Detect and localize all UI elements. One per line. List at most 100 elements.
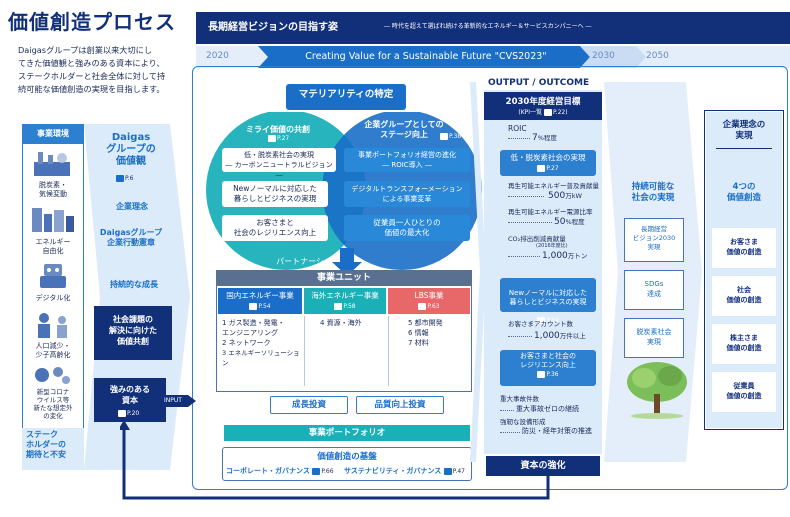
resilience-text: お客さまと社会の レジリエンス向上 bbox=[520, 352, 576, 369]
stage-up-page-ref: P.38 bbox=[440, 133, 461, 140]
unit-item: 5 都市開発 bbox=[408, 319, 443, 327]
renew-ratio-value: 50%程度 bbox=[554, 217, 585, 227]
four-values-title: 4つの 価値創造 bbox=[726, 182, 761, 203]
people-icon bbox=[38, 313, 67, 338]
new-normal-item: Newノーマルに対応した 暮らしとビジネスの実現 bbox=[222, 181, 328, 207]
env-decarbon-label: 脱炭素・ 気候変動 bbox=[39, 181, 67, 198]
domestic-energy-name: 国内エネルギー事業 bbox=[226, 291, 294, 300]
stage-up-title: 企業グループとしての ステージ向上 bbox=[364, 120, 444, 139]
mirai-value-title: ミライ価値の共創 bbox=[246, 125, 310, 134]
group-values-title: Daigas グループの 価値観 bbox=[106, 132, 156, 167]
unit-item: 2 ネットワーク bbox=[222, 339, 271, 347]
unit-item: 1 ガス製造・発電・ エンジニアリング bbox=[222, 319, 285, 337]
materiality-header: マテリアリティの特定 P.26 bbox=[286, 84, 406, 117]
roic-label: ROIC bbox=[508, 124, 527, 133]
year-2030: 2030 bbox=[592, 51, 615, 61]
intro-line: ステークホルダーと社会全体に対して持 bbox=[18, 71, 166, 81]
foundation-title: 価値創造の基盤 bbox=[317, 452, 377, 462]
social-value-box: 社会 価値の創造 bbox=[712, 276, 776, 316]
year-timeline bbox=[196, 46, 790, 68]
low-carbon-item: 低・脱炭素社会の実現 ― カーボンニュートラルビジョン ― bbox=[222, 148, 336, 179]
low-carbon-target: 低・脱炭素社会の実現 P.27 bbox=[500, 150, 596, 176]
dx-item: デジタルトランスフォーメーション による事業変革 bbox=[344, 181, 470, 207]
co2-dots bbox=[508, 256, 540, 257]
intro-text: Daigasグループは創業以来大切にし てきた価値観と強みのある資本により、 ス… bbox=[18, 44, 188, 96]
resilience-item: お客さまと 社会のレジリエンス向上 bbox=[222, 215, 328, 241]
decarbon-society-box: 脱炭素社会 実現 bbox=[624, 318, 684, 358]
virus-icon bbox=[35, 367, 70, 384]
renew-ratio-dots bbox=[508, 222, 552, 223]
input-label: INPUT bbox=[164, 397, 182, 404]
portfolio-mgmt-item: 事業ポートフォリオ経営の進化 ― ROIC導入 ― bbox=[344, 148, 470, 172]
kpi-title: 2030年度経営目標 bbox=[505, 97, 581, 107]
new-normal-target: Newノーマルに対応した 暮らしとビジネスの実現 P.34 bbox=[500, 278, 596, 324]
growth-investment: 成長投資 bbox=[270, 396, 348, 414]
overseas-energy-name: 海外エネルギー事業 bbox=[311, 291, 379, 300]
down-arrow bbox=[332, 248, 362, 276]
lbs-page: P.63 bbox=[418, 303, 440, 310]
env-covid-label: 新型コロナ ウイルス等 新たな想定外 の変化 bbox=[33, 388, 73, 420]
vision-slogan: Creating Value for a Sustainable Future … bbox=[305, 51, 547, 62]
unit-item: 3 エネルギーソリューション bbox=[222, 349, 300, 367]
input-arrow bbox=[162, 395, 196, 407]
sustainability-governance: サステナビリティ・ガバナンス P.47 bbox=[344, 467, 465, 475]
factory-icon bbox=[34, 152, 70, 176]
year-2020: 2020 bbox=[206, 51, 229, 61]
co2-label: CO₂排出削減貢献量 bbox=[508, 235, 566, 243]
roic-dots bbox=[508, 138, 530, 139]
co-creation-box: 社会課題の 解決に向けた 価値共創 bbox=[94, 306, 172, 360]
accident-dots bbox=[500, 410, 514, 411]
vision-banner: 長期経営ビジョンの目指す姿 ― 時代を超えて選ばれ続ける革新的なエネルギー＆サー… bbox=[196, 12, 790, 44]
renew-ratio-label: 再生可能エネルギー電源比率 bbox=[508, 208, 593, 216]
business-units-title: 事業ユニット bbox=[216, 270, 472, 286]
accident-label: 重大事故件数 bbox=[500, 395, 539, 403]
quality-investment: 品質向上投資 bbox=[356, 396, 444, 414]
vision-2030-box: 長期経営 ビジョン2030 実現 bbox=[624, 218, 684, 262]
lbs-header: LBS事業 P.63 bbox=[388, 288, 470, 314]
sdgs-box: SDGs 達成 bbox=[624, 270, 684, 310]
materiality-page-ref: P.26 bbox=[336, 110, 357, 117]
kpi-header: 2030年度経営目標 (KPI一覧 P.22) bbox=[484, 92, 602, 120]
co2-note: (2016年度比) bbox=[536, 243, 568, 249]
lbs-name: LBS事業 bbox=[414, 291, 444, 300]
employee-value-box: 従業員 価値の創造 bbox=[712, 372, 776, 412]
outcome-title: OUTPUT / OUTCOME bbox=[488, 78, 590, 88]
stakeholder-expectations: ステーク ホルダーの 期待と不安 bbox=[22, 428, 84, 470]
renew-dots bbox=[508, 196, 544, 197]
overseas-energy-header: 海外エネルギー事業 P.58 bbox=[304, 288, 386, 314]
intro-line: Daigasグループは創業以来大切にし bbox=[18, 45, 153, 55]
business-portfolio-bar: 事業ポートフォリオ bbox=[224, 425, 470, 441]
society-title: 持続可能な 社会の実現 bbox=[631, 182, 675, 203]
corporate-philosophy: 企業理念 bbox=[116, 202, 148, 211]
philosophy-divider bbox=[716, 148, 772, 149]
environment-header: 事業環境 bbox=[22, 124, 84, 144]
new-normal-page: P.34 bbox=[537, 316, 559, 325]
capital-strengthening: 資本の強化 bbox=[486, 456, 600, 476]
capital-page-ref: P.20 bbox=[118, 410, 139, 417]
co2-value: 1,000万トン bbox=[542, 251, 588, 261]
intro-line: 続可能な価値創造の実現を目指します。 bbox=[18, 84, 165, 94]
overseas-energy-items: 4 資源・海外 bbox=[320, 318, 390, 328]
tree-icon bbox=[627, 362, 687, 419]
unit-divider bbox=[388, 316, 389, 386]
overseas-energy-page: P.58 bbox=[334, 303, 356, 310]
year-2050: 2050 bbox=[646, 51, 669, 61]
low-carbon-page: P.27 bbox=[537, 164, 559, 174]
robot-icon bbox=[40, 264, 66, 288]
customer-value-box: お客さま 価値の創造 bbox=[712, 228, 776, 268]
main-frame bbox=[192, 66, 788, 490]
facility-label: 強靭な設備形成 bbox=[500, 418, 546, 426]
domestic-energy-page: P.54 bbox=[249, 303, 271, 310]
env-digital-label: デジタル化 bbox=[35, 294, 71, 302]
philosophy-realize-title: 企業理念の 実現 bbox=[722, 120, 766, 141]
values-page-ref: P.6 bbox=[116, 175, 133, 182]
materiality-title: マテリアリティの特定 bbox=[298, 89, 394, 100]
vision-subtitle: ― 時代を超えて選ばれ続ける革新的なエネルギー＆サービスカンパニーへ ― bbox=[384, 23, 592, 30]
domestic-energy-items: 1 ガス製造・発電・ エンジニアリング 2 ネットワーク 3 エネルギーソリュー… bbox=[222, 318, 304, 368]
kpi-sub: (KPI一覧 P.22) bbox=[518, 109, 568, 116]
renew-label: 再生可能エネルギー普及貢献量 bbox=[508, 182, 599, 190]
shareholder-value-box: 株主さま 価値の創造 bbox=[712, 324, 776, 364]
vision-title: 長期経営ビジョンの目指す姿 bbox=[208, 22, 338, 33]
accounts-label: お客さまアカウント数 bbox=[508, 320, 573, 328]
employee-value-item: 従業員一人ひとりの 価値の最大化 bbox=[344, 215, 470, 241]
